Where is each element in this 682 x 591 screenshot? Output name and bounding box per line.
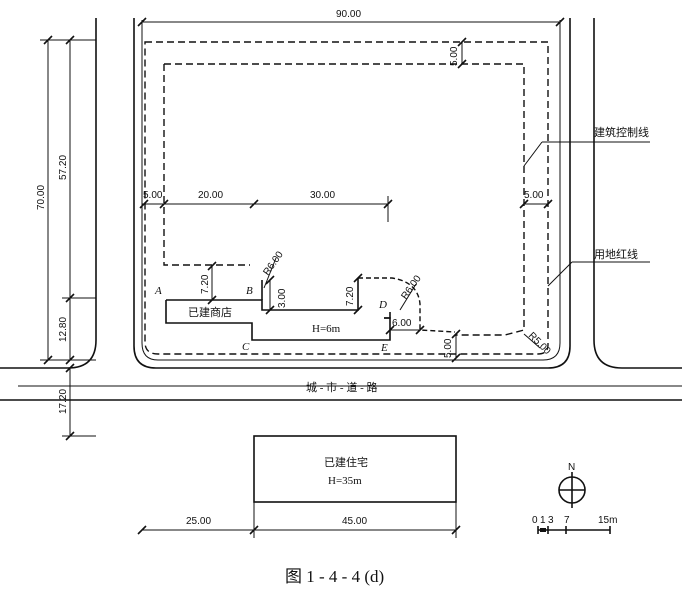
residence-label: 已建住宅 — [324, 455, 368, 469]
point-c: C — [242, 341, 250, 353]
dim-30: 30.00 — [310, 190, 335, 201]
dim-setback-bottom — [451, 329, 461, 363]
dim-b-height — [265, 275, 275, 315]
shop-label: 已建商店 — [188, 305, 232, 319]
dim-road-width: 17.20 — [58, 389, 69, 414]
point-d: D — [378, 299, 387, 311]
existing-residence — [253, 435, 457, 503]
dim-d-height — [353, 273, 363, 315]
north-arrow-icon — [558, 472, 586, 508]
road-curbs — [0, 18, 682, 401]
road-label: 城 - 市 - 道 - 路 — [306, 380, 378, 394]
label-control-line: 建筑控制线 — [594, 125, 649, 139]
dim-bottom-45: 45.00 — [342, 516, 367, 527]
point-b: B — [246, 285, 253, 297]
point-e: E — [380, 342, 388, 354]
scale-label-15: 15m — [598, 515, 617, 526]
dim-e-offset — [385, 325, 425, 335]
dim-bottom — [137, 502, 461, 538]
label-red-line: 用地红线 — [594, 247, 638, 261]
shop-height-label: H=6m — [312, 323, 341, 335]
radius-leaders — [263, 257, 541, 349]
dim-left-total: 70.00 — [36, 185, 47, 210]
dim-top-width — [137, 17, 565, 27]
dim-setback-bottom-text: 5.00 — [443, 338, 454, 358]
radius-r2: R6.00 — [399, 273, 424, 302]
dim-setback-left: 5.00 — [143, 190, 163, 201]
dim-left-lower: 12.80 — [58, 317, 69, 342]
scale-bar — [537, 526, 611, 534]
dim-e-offset-text: 6.00 — [392, 318, 412, 329]
scale-label-1: 1 — [540, 515, 546, 526]
scale-label-3: 3 — [548, 515, 554, 526]
point-a: A — [154, 285, 162, 297]
dim-bottom-25: 25.00 — [186, 516, 211, 527]
dim-d-height-text: 7.20 — [345, 286, 356, 306]
dim-b-height-text: 3.00 — [277, 288, 288, 308]
legend-leaders — [523, 141, 650, 287]
dim-setback-top-text: 5.00 — [449, 46, 460, 66]
dim-setback-right: 5.00 — [524, 190, 544, 201]
scale-label-7: 7 — [564, 515, 570, 526]
residence-height: H=35m — [328, 475, 362, 487]
dim-shop-setback — [207, 261, 217, 305]
north-label: N — [568, 462, 575, 473]
dim-horizontal-row — [139, 196, 553, 222]
dim-left — [40, 35, 96, 441]
dim-shop-setback-text: 7.20 — [200, 274, 211, 294]
dim-left-upper: 57.20 — [58, 155, 69, 180]
scale-label-0: 0 — [532, 515, 538, 526]
figure-caption: 图 1 - 4 - 4 (d) — [285, 567, 384, 586]
radius-r1: R6.00 — [261, 249, 286, 278]
dim-top-width-text: 90.00 — [336, 9, 361, 20]
dim-setback-top — [457, 37, 467, 69]
building-control-line — [144, 41, 549, 355]
dim-20: 20.00 — [198, 190, 223, 201]
